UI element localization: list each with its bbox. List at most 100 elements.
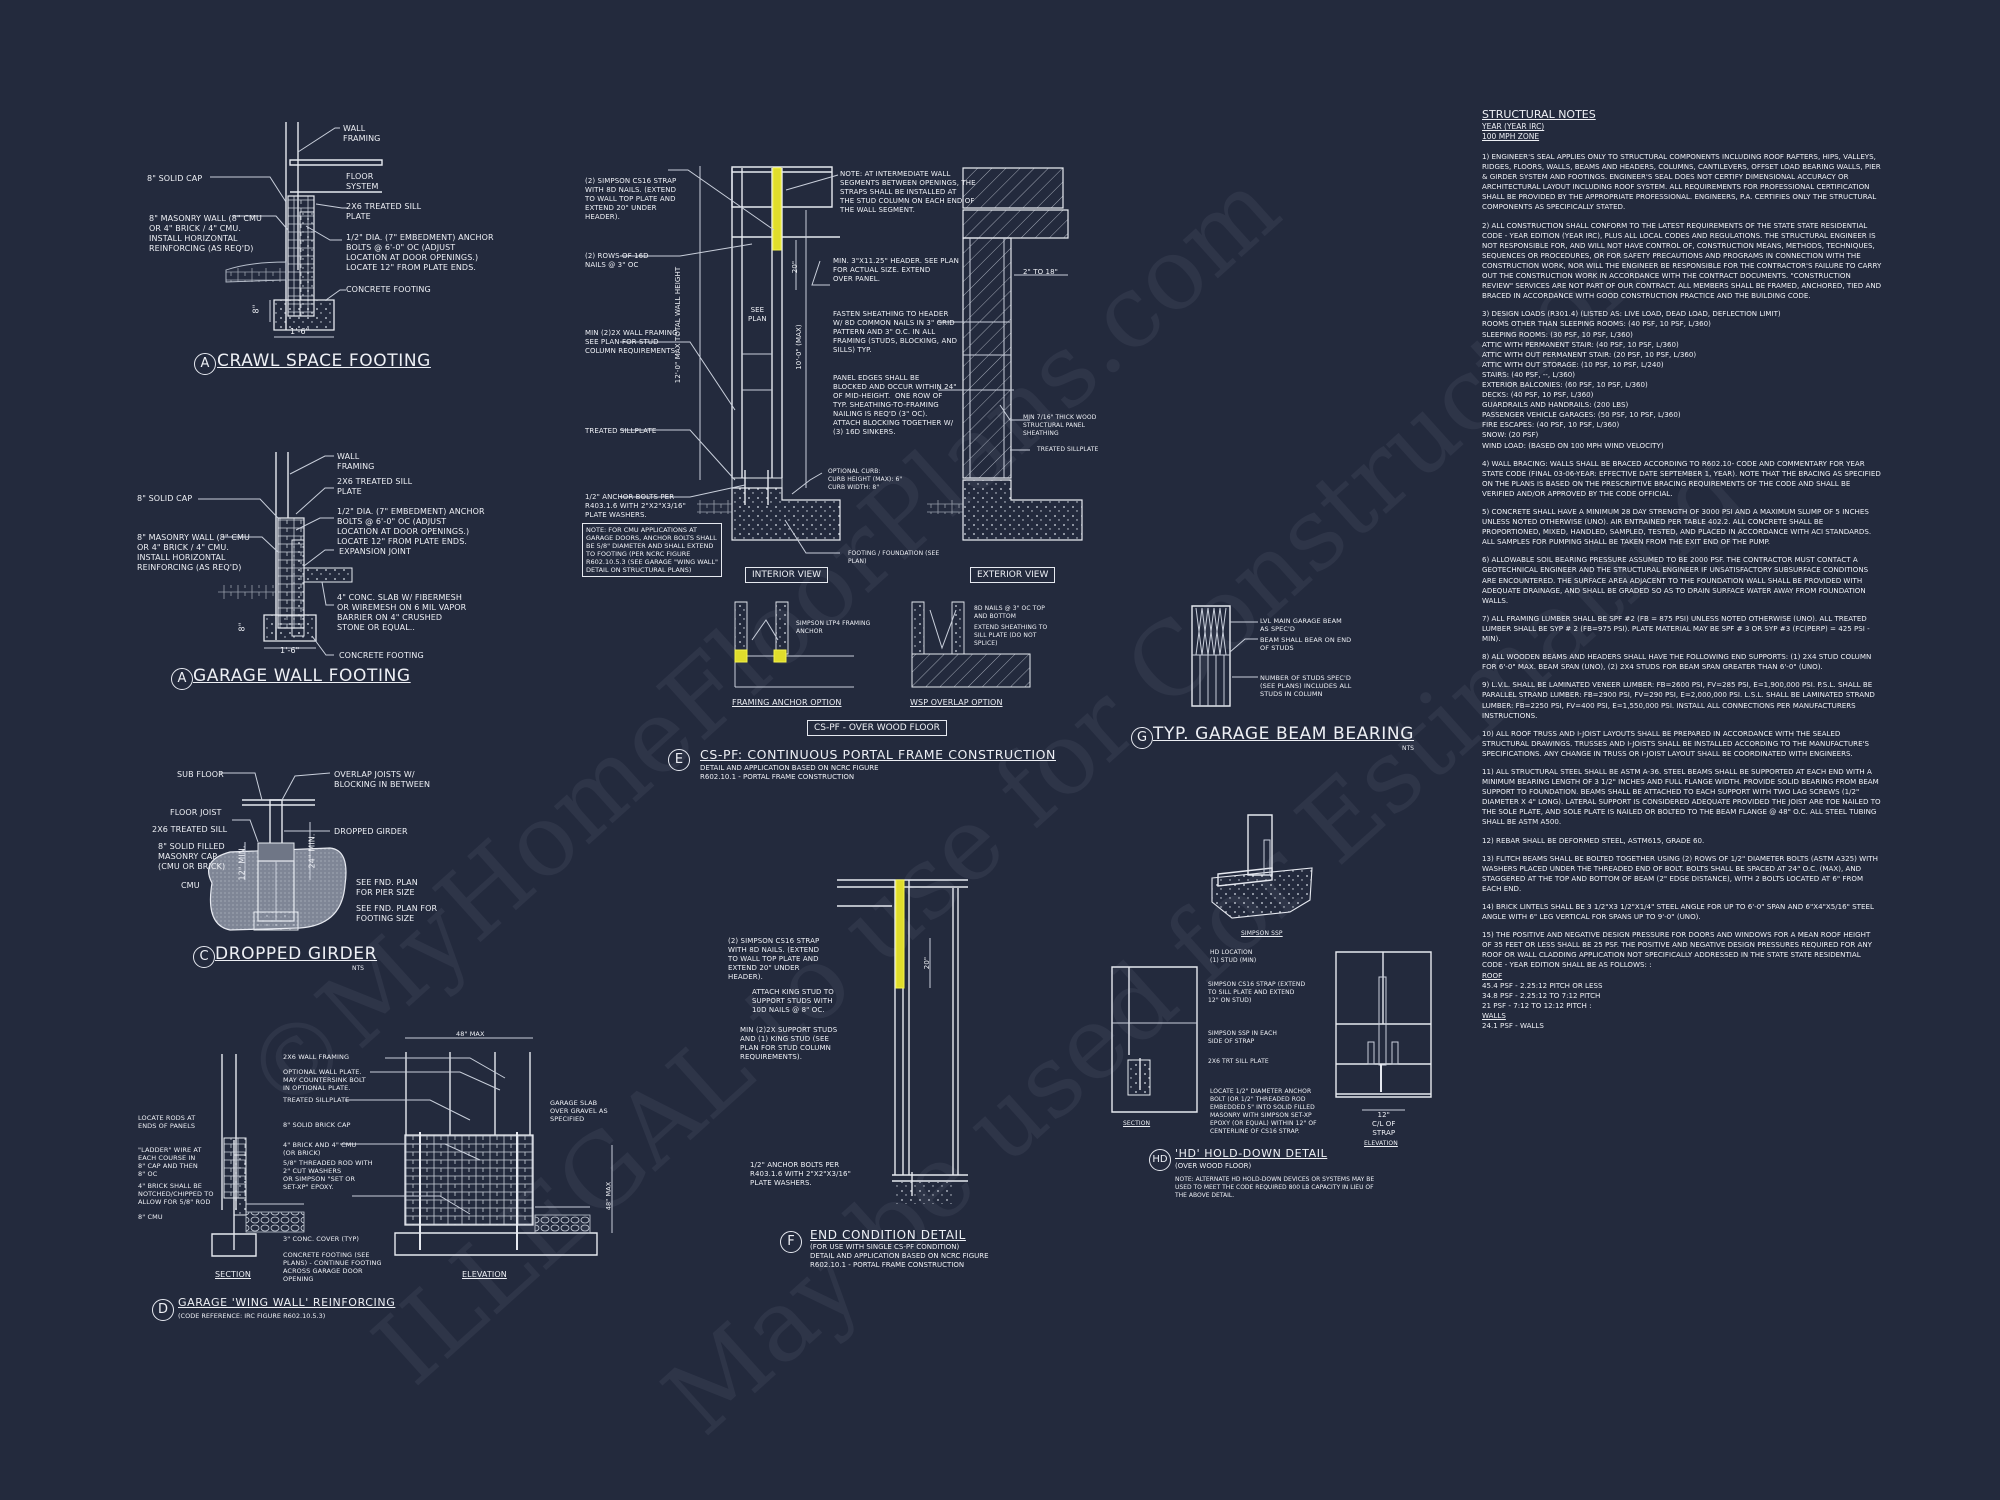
load-item: SNOW: (20 PSF) — [1482, 430, 1539, 440]
label-concrete-footing: CONCRETE FOOTING — [339, 651, 424, 660]
label-threaded-rod: 5/8" THREADED ROD WITH 2" CUT WASHERS OR… — [283, 1159, 373, 1191]
label-concrete-footing: CONCRETE FOOTING (SEE PLANS) - CONTINUE … — [283, 1251, 382, 1283]
label-treated-sillplate: TREATED SILLPLATE — [283, 1096, 350, 1104]
label-dim-2-to-18: 2" TO 18" — [1023, 268, 1058, 276]
interior-view-label: INTERIOR VIEW — [745, 567, 829, 583]
label-sill-plate: 2x6 TRT SILL PLATE — [1208, 1058, 1269, 1065]
label-brick-cap: 8" SOLID BRICK CAP — [283, 1121, 351, 1129]
crawl-space-footing-drawing — [210, 122, 382, 337]
label-nts: NTS — [352, 965, 364, 972]
framing-anchor-option-drawing — [735, 602, 854, 687]
label-wall-framing: WALL FRAMING — [337, 452, 375, 471]
label-wall-framing: 2x6 WALL FRAMING — [283, 1053, 350, 1061]
title-wing-wall: GARAGE 'WING WALL' REINFORCING — [178, 1296, 396, 1309]
label-wsp-overlap-option: WSP OVERLAP OPTION — [910, 698, 1003, 707]
structural-notes-zone: 100 mph ZONE — [1482, 132, 1540, 141]
label-notched-brick: 4" BRICK SHALL BE NOTCHED/CHIPPED TO ALL… — [138, 1182, 214, 1206]
label-dim-24: 24" MIN. — [307, 833, 317, 869]
label-dim-width: 1'-6" — [290, 327, 310, 336]
label-cmu: CMU — [181, 881, 200, 890]
label-beam-bear: BEAM SHALL BEAR ON END OF STUDS — [1260, 636, 1352, 652]
label-cs16-strap: SIMPSON CS16 STRAP (EXTEND TO SILL PLATE… — [1208, 981, 1306, 1004]
load-item: STAIRS: (40 PSF, --, L/360) — [1482, 369, 1576, 379]
note-5: 5) CONCRETE SHALL HAVE A MINIMUM 28 DAY … — [1482, 507, 1872, 547]
detail-tag-hd: HD — [1149, 1149, 1171, 1171]
structural-notes-panel: STRUCTURAL NOTES YEAR (YEAR IRC) 100 mph… — [1482, 108, 1882, 1031]
detail-tag-a-garage: A — [171, 668, 193, 690]
label-framing-anchor-option: FRAMING ANCHOR OPTION — [732, 698, 842, 707]
walls-heading: WALLS — [1482, 1010, 1506, 1020]
label-section: SECTION — [1123, 1120, 1151, 1127]
subtitle-hold-down: (OVER WOOD FLOOR) — [1175, 1162, 1252, 1170]
garage-beam-bearing-drawing — [1192, 606, 1258, 706]
label-elevation: ELEVATION — [462, 1270, 507, 1279]
label-dim-12: 12" MIN. — [237, 845, 247, 881]
label-overlap-joists: OVERLAP JOISTS W/ BLOCKING IN BETWEEN — [334, 770, 431, 789]
exterior-view-label: EXTERIOR VIEW — [970, 567, 1056, 583]
detail-tag-e: E — [668, 749, 690, 771]
cmu-note-box: NOTE: FOR CMU APPLICATIONS AT GARAGE DOO… — [582, 523, 722, 577]
title-crawl-space-footing: CRAWL SPACE FOOTING — [217, 351, 431, 371]
note-15: 15) THE POSITIVE AND NEGATIVE DESIGN PRE… — [1482, 930, 1873, 970]
label-expansion-joint: EXPANSION JOINT — [339, 547, 411, 556]
label-solid-cap: 8" SOLID CAP — [137, 494, 193, 503]
note-11: 11) ALL STRUCTURAL STEEL SHALL BE ASTM A… — [1482, 766, 1881, 827]
load-item: WIND LOAD: (BASED ON 100 MPH WIND VELOCI… — [1482, 440, 1664, 450]
label-support-studs: MIN (2)2X SUPPORT STUDS AND (1) KING STU… — [740, 1026, 838, 1061]
load-item: GUARDRAILS AND HANDRAILS: (200 LBS) — [1482, 400, 1629, 410]
roof-value: 45.4 PSF - 2.25:12 PITCH OR LESS — [1482, 980, 1603, 990]
label-brick-cmu: 4" BRICK AND 4" CMU (OR BRICK) — [283, 1141, 357, 1157]
label-cs16-strap: (2) SIMPSON CS16 STRAP WITH 8d NAILS. (E… — [728, 937, 820, 981]
label-ltp4: SIMPSON LTP4 FRAMING ANCHOR — [796, 620, 871, 635]
subtitle-end-condition: (FOR USE WITH SINGLE CS-PF CONDITION) DE… — [810, 1243, 989, 1269]
load-item: DECKS: (40 PSF, 10 PSF, L/360) — [1482, 390, 1594, 400]
label-dim-strap: 12" C/L OF STRAP — [1372, 1111, 1396, 1137]
portal-frame-leaders — [620, 170, 1030, 553]
title-garage-wall-footing: GARAGE WALL FOOTING — [193, 666, 411, 686]
label-intermediate-note: NOTE: AT INTERMEDIATE WALL SEGMENTS BETW… — [840, 170, 976, 214]
label-dim-total-height: 12'-0" MAX TOTAL WALL HEIGHT — [674, 266, 683, 384]
label-ext-sillplate: TREATED SILLPLATE — [1037, 446, 1099, 453]
label-dim-height: 8" — [237, 622, 247, 632]
label-dim-height: 48" MAX — [604, 1181, 613, 1211]
label-dim-width: 48" MAX — [456, 1030, 485, 1038]
label-wall-framing: WALL FRAMING — [343, 124, 381, 143]
portal-frame-interior-drawing — [697, 166, 840, 540]
label-king-stud: ATTACH KING STUD TO SUPPORT STUDS WITH 1… — [752, 988, 834, 1014]
label-16d-nails: (2) ROWS OF 16d NAILS @ 3" OC — [585, 252, 649, 269]
label-masonry-wall: 8" MASONRY WALL (8" CMU OR 4" BRICK / 4"… — [149, 214, 263, 253]
label-sheathing: MIN 7/16" THICK WOOD STRUCTURAL PANEL SH… — [1023, 414, 1097, 437]
load-item: FIRE ESCAPES: (40 PSF, 10 PSF, L/360) — [1482, 420, 1620, 430]
detail-tag-g: G — [1131, 727, 1153, 749]
load-item: ROOMS OTHER THAN SLEEPING ROOMS: (40 PSF… — [1482, 319, 1711, 329]
label-footing-size: SEE FND. PLAN FOR FOOTING SIZE — [356, 904, 438, 923]
label-sub-floor: SUB FLOOR — [177, 770, 224, 779]
note-3-title: 3) DESIGN LOADS (R301.4) (LISTED AS: LIV… — [1482, 309, 1781, 319]
title-dropped-girder: DROPPED GIRDER — [215, 944, 378, 964]
label-ladder-wire: "LADDER" WIRE AT EACH COURSE IN 8" CAP A… — [138, 1146, 202, 1178]
roof-value: 21 PSF - 7:12 TO 12:12 PITCH : — [1482, 1000, 1592, 1010]
detail-tag-d: D — [152, 1299, 174, 1321]
note-9: 9) L.V.L. SHALL BE LAMINATED VENEER LUMB… — [1482, 680, 1875, 720]
roof-heading: ROOF — [1482, 970, 1503, 980]
label-floor-joist: FLOOR JOIST — [170, 808, 222, 817]
over-wood-floor-label: CS-PF - OVER WOOD FLOOR — [807, 720, 947, 736]
title-garage-beam-bearing: TYP. GARAGE BEAM BEARING — [1153, 724, 1415, 744]
label-elevation: ELEVATION — [1364, 1140, 1398, 1147]
hold-down-note: NOTE: ALTERNATE HD HOLD-DOWN DEVICES OR … — [1175, 1176, 1375, 1199]
dropped-girder-drawing — [209, 773, 346, 930]
load-item: ATTIC WITH OUT PERMANENT STAIR: (20 PSF,… — [1482, 349, 1697, 359]
subtitle-portal-frame: DETAIL AND APPLICATION BASED ON NCRC FIG… — [700, 764, 879, 781]
label-slab: 4" CONC. SLAB w/ FIBERMESH OR WIREMESH O… — [337, 593, 467, 632]
label-section: SECTION — [215, 1270, 251, 1279]
structural-notes-title: STRUCTURAL NOTES — [1482, 108, 1596, 121]
label-floor-system: FLOOR SYSTEM — [346, 172, 379, 191]
note-13: 13) FLITCH BEAMS SHALL BE BOLTED TOGETHE… — [1482, 853, 1878, 893]
note-4: 4) WALL BRACING: WALLS SHALL BE BRACED A… — [1482, 458, 1881, 498]
label-locate-rods: LOCATE RODS AT ENDS OF PANELS — [138, 1114, 196, 1130]
label-simpson-ssp-each-side: SIMPSON SSP IN EACH SIDE OF STRAP — [1208, 1030, 1277, 1045]
detail-tag-a-crawl: A — [194, 353, 216, 375]
label-treated-sill: 2x6 TREATED SILL — [152, 825, 228, 834]
label-see-plan: SEE PLAN — [748, 306, 767, 323]
